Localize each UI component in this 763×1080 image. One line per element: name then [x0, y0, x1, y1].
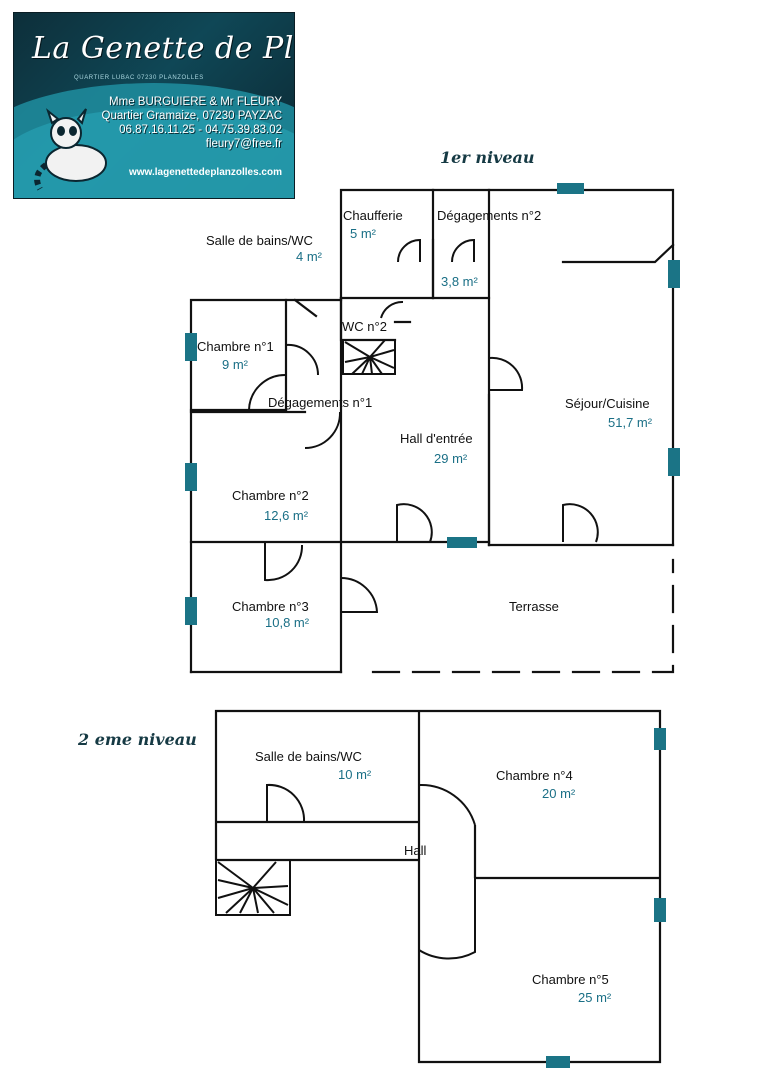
room-name-chambre-3: Chambre n°3	[232, 599, 309, 614]
room-name-salle-de-bains-2: Salle de bains/WC	[255, 749, 362, 764]
level-1-doors	[248, 238, 599, 613]
room-area-chambre-4: 20 m²	[542, 786, 576, 801]
room-area-sejour-cuisine: 51,7 m²	[608, 415, 653, 430]
room-name-chambre-1: Chambre n°1	[197, 339, 274, 354]
room-area-chambre-1: 9 m²	[222, 357, 248, 372]
logo-card: La Genette de Planzolles QUARTIER LUBAC …	[13, 12, 295, 199]
room-name-sejour-cuisine: Séjour/Cuisine	[565, 396, 650, 411]
room-name-chambre-5: Chambre n°5	[532, 972, 609, 987]
room-area-salle-de-bains-2: 10 m²	[338, 767, 372, 782]
room-name-salle-de-bains-1: Salle de bains/WC	[206, 233, 313, 248]
room-area-salle-de-bains-1: 4 m²	[296, 249, 322, 264]
room-area-degagements-2: 3,8 m²	[441, 274, 478, 289]
logo-address: Quartier Gramaize, 07230 PAYZAC	[101, 110, 282, 122]
level-2-windows	[546, 728, 666, 1068]
logo-title: La Genette de Planzolles	[32, 31, 294, 66]
level-1-windows	[185, 183, 680, 625]
room-area-chambre-5: 25 m²	[578, 990, 612, 1005]
logo-subtitle: QUARTIER LUBAC 07230 PLANZOLLES	[74, 75, 204, 81]
level-1-stair	[342, 339, 396, 375]
room-name-hall-entree: Hall d'entrée	[400, 431, 473, 446]
level-1-walls	[189, 188, 675, 674]
room-area-hall-entree: 29 m²	[434, 451, 468, 466]
level-1-title: 1er niveau	[440, 148, 535, 167]
genet-mascot-icon	[34, 108, 107, 191]
room-name-degagements-1: Dégagements n°1	[268, 395, 373, 410]
room-area-chaufferie: 5 m²	[350, 226, 376, 241]
level-2-stair	[215, 859, 291, 916]
logo-phones: 06.87.16.11.25 - 04.75.39.83.02	[119, 124, 282, 136]
room-name-chaufferie: Chaufferie	[343, 208, 403, 223]
room-name-chambre-2: Chambre n°2	[232, 488, 309, 503]
logo-owners: Mme BURGUIERE & Mr FLEURY	[109, 96, 282, 108]
room-name-wc-2: WC n°2	[342, 319, 387, 334]
logo-email: fleury7@free.fr	[205, 138, 282, 150]
logo-website: www.lagenettedeplanzolles.com	[129, 167, 282, 178]
room-area-chambre-3: 10,8 m²	[265, 615, 310, 630]
room-area-chambre-2: 12,6 m²	[264, 508, 309, 523]
level-2-title: 2 eme niveau	[78, 730, 197, 749]
room-name-terrasse: Terrasse	[509, 599, 559, 614]
room-name-degagements-2: Dégagements n°2	[437, 208, 542, 223]
room-name-hall: Hall	[404, 843, 427, 858]
level-2-doors	[266, 783, 476, 960]
room-name-chambre-4: Chambre n°4	[496, 768, 573, 783]
